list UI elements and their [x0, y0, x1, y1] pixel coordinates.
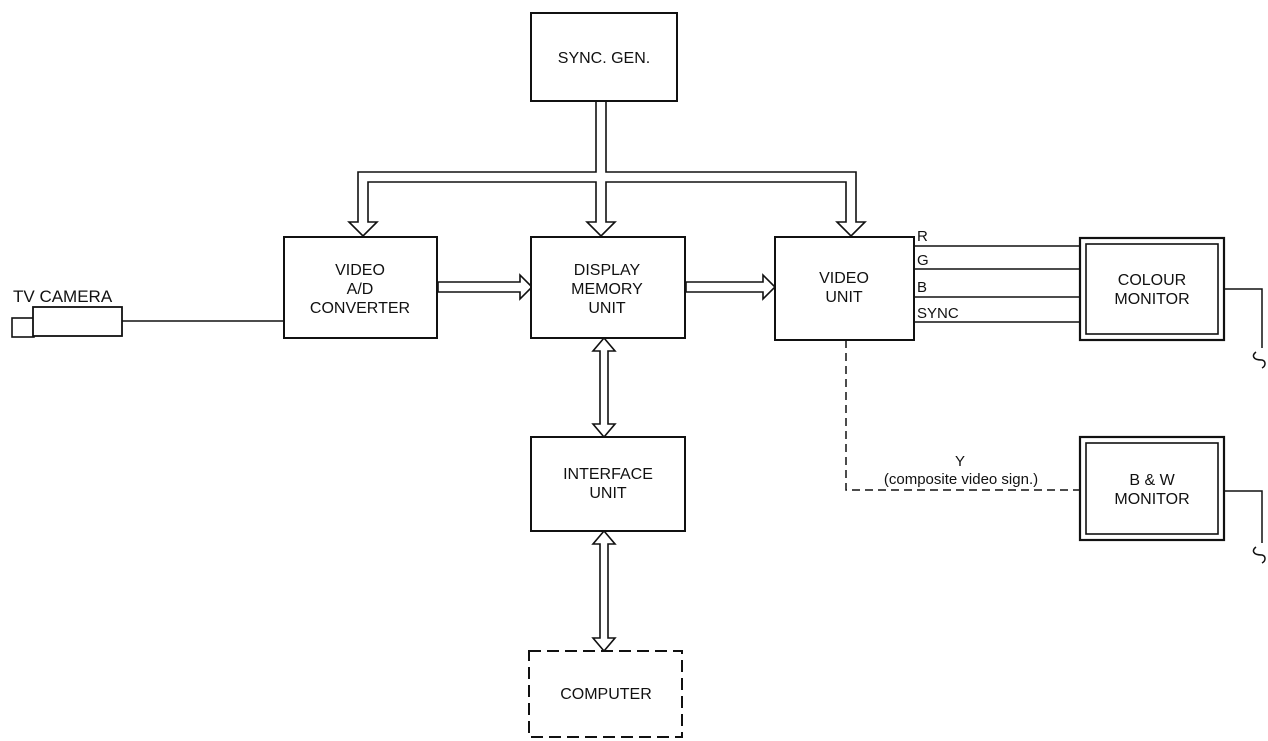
sync-gen-label: SYNC. GEN. — [558, 50, 650, 67]
colour-monitor-label-line1: COLOUR — [1118, 272, 1186, 289]
interface-label-line2: UNIT — [589, 485, 627, 502]
sync-signal-label: SYNC — [917, 305, 959, 322]
converter-label-line3: CONVERTER — [310, 300, 410, 317]
converter-label-line2: A/D — [347, 281, 374, 298]
memory-to-video-bus — [685, 273, 777, 301]
camera-lens-icon — [11, 317, 35, 338]
computer-block: COMPUTER — [528, 650, 683, 738]
bw-monitor-label-line1: B & W — [1129, 472, 1175, 489]
video-unit-label-line1: VIDEO — [819, 270, 869, 287]
interface-label-line1: INTERFACE — [563, 466, 653, 483]
sync-distribution-bus — [347, 99, 867, 238]
memory-label-line1: DISPLAY — [574, 262, 641, 279]
r-signal-label: R — [917, 228, 928, 245]
y-signal-description: (composite video sign.) — [884, 471, 1038, 488]
colour-monitor-label-line2: MONITOR — [1114, 291, 1189, 308]
video-unit-block: VIDEO UNIT — [774, 236, 915, 341]
computer-label: COMPUTER — [560, 686, 652, 703]
converter-label-line1: VIDEO — [335, 262, 385, 279]
bw-monitor-block: B & W MONITOR — [1078, 435, 1226, 542]
bw-monitor-label-line2: MONITOR — [1114, 491, 1189, 508]
colour-monitor-block: COLOUR MONITOR — [1078, 236, 1226, 342]
y-signal-label: Y — [955, 453, 965, 470]
colour-monitor-power-cord — [1224, 288, 1266, 369]
interface-unit-block: INTERFACE UNIT — [530, 436, 686, 532]
tv-camera-label: TV CAMERA — [13, 287, 113, 306]
converter-to-memory-bus — [437, 273, 534, 301]
camera-body-icon — [32, 306, 123, 337]
video-unit-label-line2: UNIT — [825, 289, 863, 306]
sync-gen-block: SYNC. GEN. — [530, 12, 678, 102]
display-memory-unit-block: DISPLAY MEMORY UNIT — [530, 236, 686, 339]
g-signal-label: G — [917, 252, 929, 269]
memory-label-line2: MEMORY — [571, 281, 643, 298]
memory-label-line3: UNIT — [588, 300, 626, 317]
interface-computer-bus — [591, 529, 617, 653]
memory-interface-bus — [591, 336, 617, 439]
bw-monitor-power-cord — [1224, 490, 1266, 564]
tv-camera — [11, 306, 123, 338]
video-ad-converter-block: VIDEO A/D CONVERTER — [283, 236, 438, 339]
y-composite-wire — [845, 340, 1080, 491]
b-signal-label: B — [917, 279, 927, 296]
